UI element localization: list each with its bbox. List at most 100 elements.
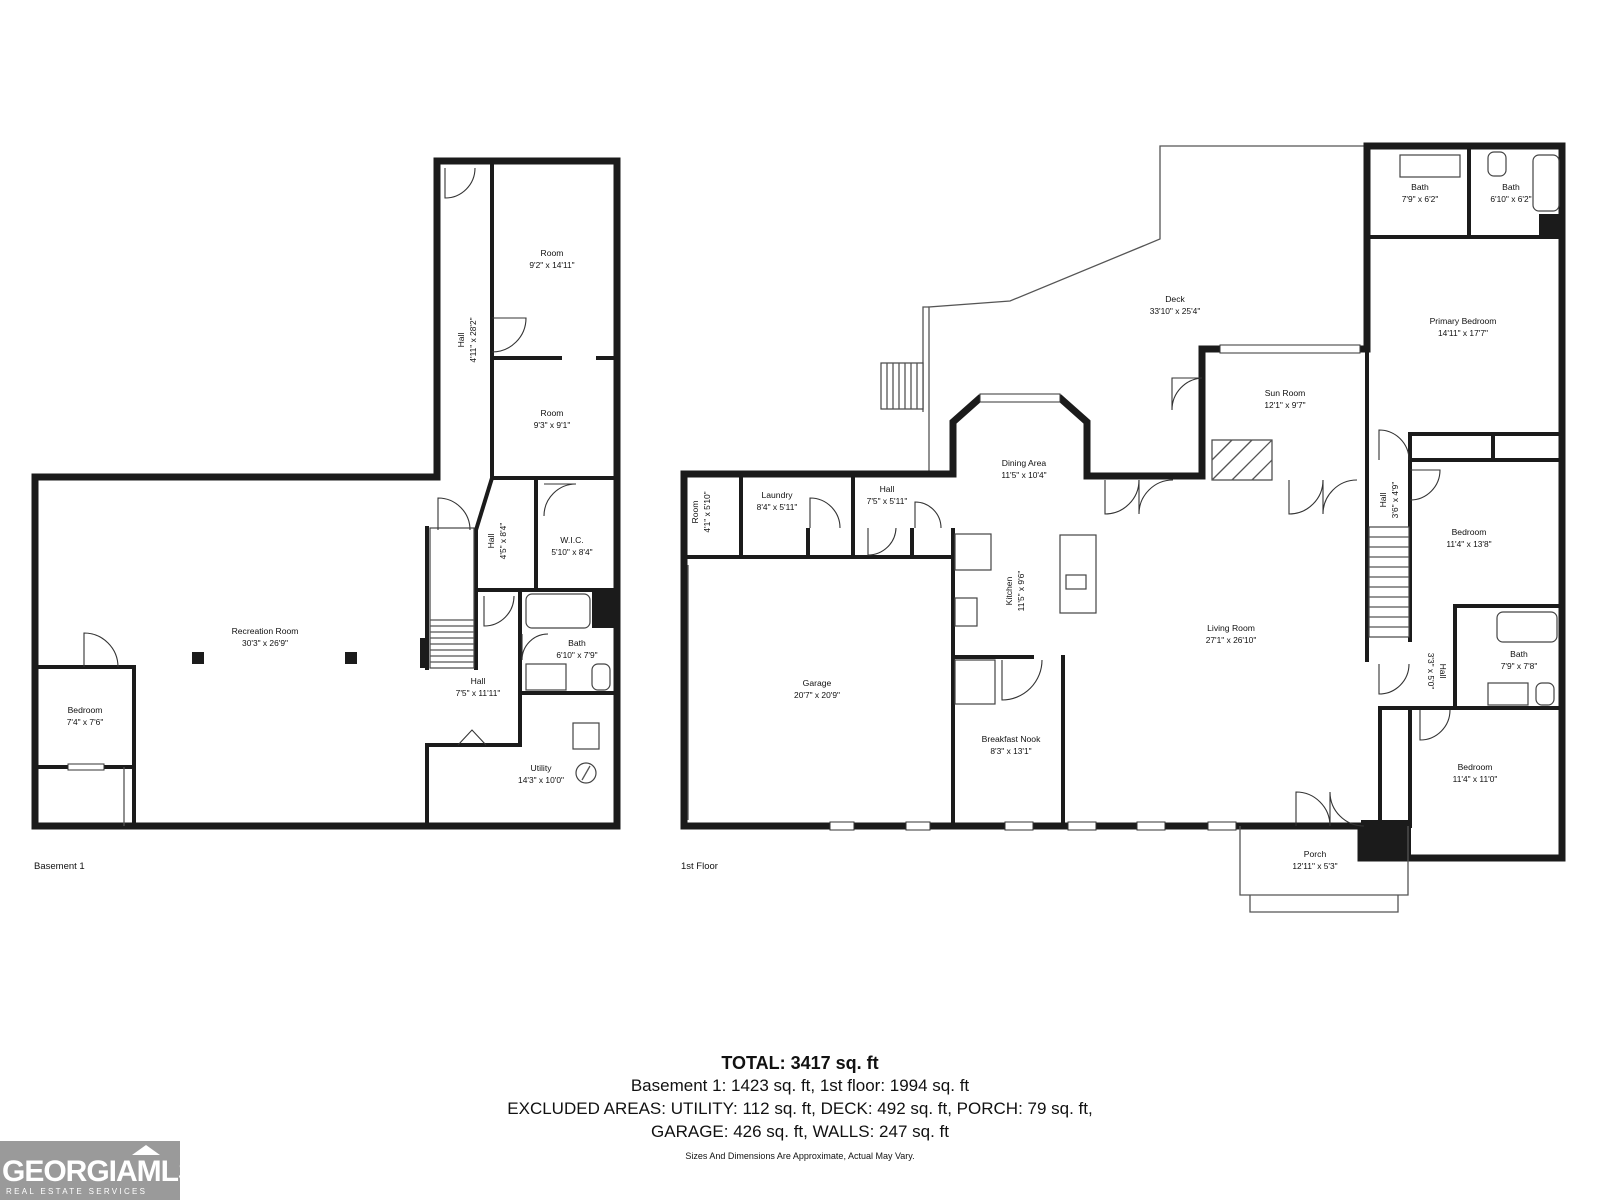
door-swing bbox=[1104, 479, 1140, 515]
room-label: Bath 6'10" x 6'2" bbox=[1490, 182, 1531, 204]
basement-column bbox=[592, 590, 617, 628]
room-dimensions: 30'3" x 26'9" bbox=[242, 638, 288, 648]
window bbox=[1207, 821, 1237, 831]
vanity bbox=[525, 663, 567, 691]
room-dimensions: 20'7" x 20'9" bbox=[794, 690, 840, 700]
bathtub bbox=[525, 593, 591, 629]
window bbox=[1136, 821, 1166, 831]
room-name: Hall bbox=[486, 534, 496, 549]
bathtub bbox=[1496, 611, 1558, 643]
door-swing bbox=[1378, 663, 1410, 695]
room-dimensions: 4'11" x 28'2" bbox=[468, 317, 478, 362]
room-name: Room bbox=[541, 248, 564, 258]
room-name: Garage bbox=[803, 678, 832, 688]
stove bbox=[954, 597, 978, 627]
logo-name: GEORGIAMLS bbox=[2, 1155, 198, 1188]
sink bbox=[1065, 574, 1087, 590]
room-dimensions: 5'10" x 8'4" bbox=[551, 547, 592, 557]
room-name: Living Room bbox=[1207, 623, 1255, 633]
room-label: Hall 7'5" x 5'11" bbox=[867, 484, 908, 506]
georgia-mls-logo: GEORGIAMLS REAL ESTATE SERVICES bbox=[0, 1141, 198, 1200]
vanity bbox=[1399, 154, 1461, 178]
basement-outer-wall bbox=[31, 157, 621, 830]
basement-stairs bbox=[429, 527, 475, 669]
room-name: Porch bbox=[1304, 849, 1327, 859]
window bbox=[1219, 344, 1361, 354]
door-swing bbox=[1329, 791, 1365, 827]
vanity bbox=[1487, 682, 1529, 706]
room-name: Kitchen bbox=[1004, 576, 1014, 605]
door-swing bbox=[1288, 479, 1324, 515]
column bbox=[1539, 214, 1562, 237]
room-dimensions: 7'5" x 5'11" bbox=[867, 496, 908, 506]
basement-wall bbox=[473, 475, 495, 533]
room-label: Garage 20'7" x 20'9" bbox=[794, 678, 840, 700]
stair-treads bbox=[430, 619, 474, 663]
room-label: Room 9'2" x 14'11" bbox=[529, 248, 574, 270]
excluded-areas-1: EXCLUDED AREAS: UTILITY: 112 sq. ft, DEC… bbox=[507, 1099, 1093, 1118]
porch-step bbox=[1249, 895, 1399, 913]
column bbox=[1361, 820, 1411, 858]
room-label: W.I.C.5'10" x 8'4" bbox=[551, 535, 592, 557]
fireplace-hatch bbox=[1211, 439, 1273, 481]
room-dimensions: 4'5" x 8'4" bbox=[498, 523, 508, 560]
electric-symbol bbox=[581, 765, 591, 781]
room-name: Dining Area bbox=[1002, 458, 1047, 468]
door-swing bbox=[1001, 659, 1043, 701]
room-dimensions: 6'10" x 6'2" bbox=[1490, 194, 1531, 204]
floor-areas: Basement 1: 1423 sq. ft, 1st floor: 1994… bbox=[630, 1076, 970, 1095]
disclaimer: Sizes And Dimensions Are Approximate, Ac… bbox=[685, 1151, 915, 1161]
room-name: Hall bbox=[880, 484, 895, 494]
room-label: Dining Area 11'5" x 10'4" bbox=[1001, 458, 1046, 480]
area-totals: TOTAL: 3417 sq. ft Basement 1: 1423 sq. … bbox=[0, 1052, 1600, 1161]
room-dimensions: 8'4" x 5'11" bbox=[757, 502, 798, 512]
door-swing bbox=[914, 501, 942, 529]
room-dimensions: 3'6" x 4'9" bbox=[1390, 482, 1400, 519]
room-name: Primary Bedroom bbox=[1430, 316, 1497, 326]
room-name: Bath bbox=[1502, 182, 1520, 192]
room-name: Recreation Room bbox=[232, 626, 299, 636]
room-name: Bath bbox=[568, 638, 586, 648]
room-name: Room bbox=[541, 408, 564, 418]
basement-column bbox=[420, 638, 428, 668]
room-dimensions: 11'5" x 10'4" bbox=[1001, 470, 1046, 480]
deck-outline bbox=[928, 145, 1367, 472]
room-name: Bedroom bbox=[1452, 527, 1487, 537]
first-floor-plan bbox=[680, 142, 1566, 913]
main-stair-treads bbox=[1369, 536, 1409, 628]
door-swing bbox=[1322, 479, 1358, 515]
room-dimensions: 9'2" x 14'11" bbox=[529, 260, 574, 270]
room-dimensions: 7'4" x 7'6" bbox=[67, 717, 104, 727]
door-swing bbox=[1138, 479, 1174, 515]
toilet bbox=[1487, 151, 1507, 177]
support-column bbox=[192, 652, 204, 664]
roof-icon bbox=[132, 1145, 160, 1155]
excluded-areas-2: GARAGE: 426 sq. ft, WALLS: 247 sq. ft bbox=[651, 1122, 949, 1141]
room-name: Bath bbox=[1510, 649, 1528, 659]
room-label: Bath 7'9" x 7'8" bbox=[1501, 649, 1538, 671]
support-column bbox=[345, 652, 357, 664]
water-heater bbox=[572, 722, 600, 750]
room-dimensions: 9'3" x 9'1" bbox=[534, 420, 571, 430]
door-swing bbox=[437, 497, 471, 531]
window bbox=[829, 821, 855, 831]
door-swing bbox=[444, 167, 476, 199]
room-label: Recreation Room 30'3" x 26'9" bbox=[232, 626, 299, 648]
basement-floor-label: Basement 1 bbox=[34, 861, 85, 872]
room-dimensions: 11'4" x 13'8" bbox=[1446, 539, 1491, 549]
room-dimensions: 7'9" x 7'8" bbox=[1501, 661, 1538, 671]
door-swing bbox=[867, 527, 897, 556]
room-name: Breakfast Nook bbox=[982, 734, 1041, 744]
counter bbox=[954, 533, 992, 571]
room-dimensions: 14'3" x 10'0" bbox=[518, 775, 564, 785]
